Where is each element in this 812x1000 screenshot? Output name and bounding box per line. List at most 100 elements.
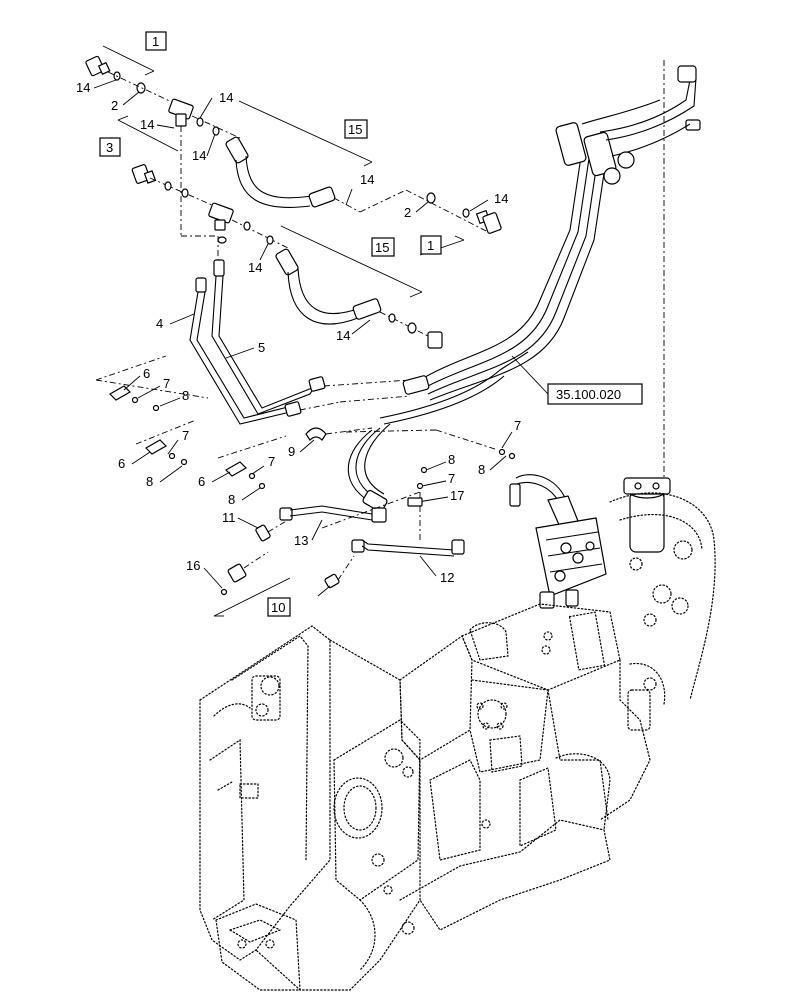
control-valve: [509, 474, 607, 609]
hose-15-lower: 15: [275, 225, 443, 349]
callout-7: 7: [182, 428, 189, 443]
callout-6: 6: [198, 474, 205, 489]
kit-3: 3: [99, 115, 179, 157]
washer-icon: [426, 192, 436, 204]
clamp-icon: [145, 439, 167, 455]
washer-icon: [164, 181, 172, 191]
callout-14: 14: [494, 191, 508, 206]
hose-15-upper: 15: [225, 100, 373, 213]
callout-8: 8: [478, 462, 485, 477]
callout-13: 13: [294, 533, 308, 548]
callout-7: 7: [268, 454, 275, 469]
callout-14: 14: [248, 260, 262, 275]
adapter-icon: [227, 563, 247, 583]
o-ring-icon: [212, 126, 220, 136]
o-ring-icon: [462, 208, 470, 218]
callout-9: 9: [288, 444, 295, 459]
callout-8: 8: [448, 452, 455, 467]
plug-fitting-icon: [475, 209, 502, 234]
bolt-icon: [180, 458, 188, 466]
callout-2: 2: [111, 98, 118, 113]
hose-bundle-35-100-020: [347, 65, 701, 513]
callout-box-15-label: 15: [348, 122, 362, 137]
callout-14: 14: [219, 90, 233, 105]
cap-fitting-icon: [131, 164, 157, 184]
callout-7: 7: [163, 376, 170, 391]
o-ring-icon: [243, 221, 251, 231]
washer-icon: [407, 322, 417, 334]
callout-box-1: [420, 235, 442, 255]
coupler-icon: [685, 119, 701, 131]
callout-box-10-label: 10: [271, 600, 285, 615]
accumulator: [623, 477, 671, 553]
bolt-icon: [258, 482, 266, 490]
callout-box-15: [344, 119, 368, 139]
callout-8: 8: [146, 474, 153, 489]
fitting-icon: [324, 573, 340, 589]
bolt-icon: [420, 466, 428, 474]
o-ring-icon: [217, 236, 227, 244]
bracket-icon: [407, 497, 423, 507]
callout-box-15: [371, 237, 395, 257]
tube-4: [189, 277, 302, 425]
o-ring-icon: [196, 117, 204, 127]
callout-6: 6: [118, 456, 125, 471]
callout-box-15-label: 15: [375, 240, 389, 255]
callout-12: 12: [440, 570, 454, 585]
callout-box-10: [267, 597, 291, 617]
reference-label: 35.100.020: [556, 387, 621, 402]
callout-8: 8: [228, 492, 235, 507]
callout-box-3: [99, 137, 121, 157]
clamp-icon: [109, 385, 131, 401]
tee-fitting-icon: [168, 98, 194, 127]
washer-icon: [136, 82, 146, 94]
callout-box-1-label: 1: [152, 34, 159, 49]
callout-11: 11: [222, 510, 236, 525]
cap-fitting-icon: [427, 331, 443, 349]
washer-icon: [168, 452, 176, 460]
callout-16: 16: [186, 558, 200, 573]
connector-icon: [617, 151, 635, 169]
callout-14: 14: [336, 328, 350, 343]
o-ring-icon: [388, 313, 396, 323]
callout-8: 8: [182, 388, 189, 403]
washer-icon: [131, 396, 139, 404]
callout-17: 17: [450, 488, 464, 503]
callout-5: 5: [258, 340, 265, 355]
reference-box: [547, 383, 643, 405]
washer-icon: [416, 482, 424, 490]
o-ring-icon: [220, 588, 228, 596]
tube-12: [351, 539, 465, 557]
callout-4: 4: [156, 316, 163, 331]
tee-fitting-icon: [208, 202, 234, 231]
bracket-group-a: [95, 355, 209, 412]
callout-box-1: [145, 31, 167, 51]
callout-2: 2: [404, 205, 411, 220]
machine-frame: [199, 492, 716, 991]
tube-5: [211, 259, 326, 415]
callout-box-3-label: 3: [106, 140, 113, 155]
bracket-group-c: [217, 435, 287, 490]
o-ring-icon: [181, 188, 189, 198]
callout-14: 14: [76, 80, 90, 95]
bolt-icon: [152, 404, 160, 412]
kit-10: 10: [213, 551, 291, 617]
coupler-icon: [677, 65, 697, 83]
washer-icon: [248, 472, 256, 480]
callout-7: 7: [514, 418, 521, 433]
callout-box-1-label: 1: [427, 238, 434, 253]
plug-fitting-icon: [85, 55, 111, 77]
bolt-icon: [508, 452, 516, 460]
callout-6: 6: [143, 366, 150, 381]
clamp-9-icon: [305, 427, 327, 441]
fitting-11-icon: [255, 524, 271, 542]
kit-1-right: 1: [359, 189, 502, 256]
washer-icon: [498, 448, 506, 456]
callout-14: 14: [360, 172, 374, 187]
tube-13: [279, 505, 387, 523]
clamp-icon: [225, 461, 247, 477]
kit-1-top-left: 1: [85, 31, 177, 105]
callout-14: 14: [192, 148, 206, 163]
callout-14: 14: [140, 117, 154, 132]
